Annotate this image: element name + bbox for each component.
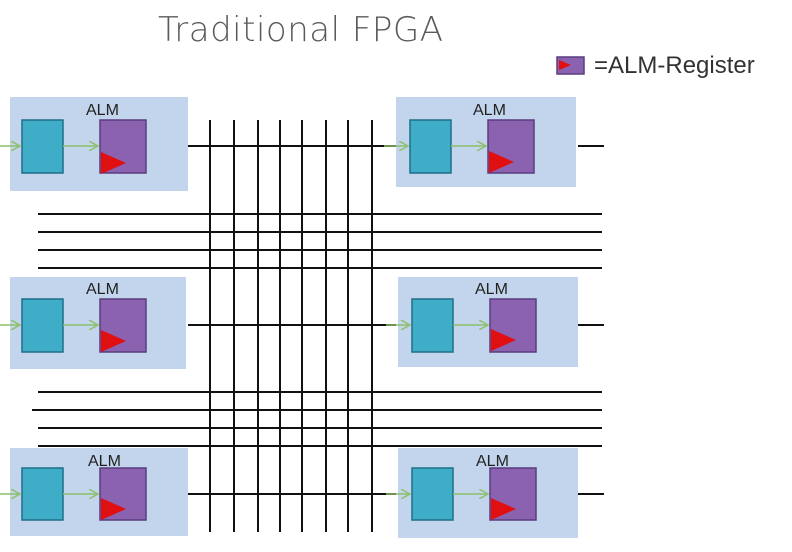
alm-label: ALM (473, 102, 506, 119)
routing-bus-upper (38, 213, 602, 269)
clock-triangle (101, 152, 126, 174)
legend: =ALM-Register (556, 52, 755, 80)
clock-triangle (101, 330, 126, 352)
alm-label: ALM (475, 281, 508, 298)
alm-label: ALM (86, 281, 119, 298)
alm-block: ALM (0, 448, 188, 536)
alm-block: ALM (384, 97, 576, 187)
alm-register-icon (556, 56, 585, 75)
lut (21, 298, 64, 353)
diagram-title: Traditional FPGA (158, 10, 444, 50)
lut (411, 467, 454, 521)
clock-triangle (489, 151, 514, 173)
alm-block: ALM (0, 277, 186, 369)
alm-connection-wires (188, 145, 604, 495)
lut (411, 298, 454, 353)
clock-triangle (491, 329, 516, 351)
alm-label: ALM (86, 102, 119, 119)
lut (21, 467, 64, 521)
alm-block: ALM (0, 97, 188, 191)
routing-bus-lower (32, 391, 602, 447)
lut (21, 119, 64, 174)
clock-triangle (101, 498, 126, 520)
lut (409, 119, 452, 174)
alm-block: ALM (386, 448, 578, 538)
alm-block: ALM (386, 277, 578, 367)
legend-label: =ALM-Register (594, 52, 755, 79)
clock-triangle (491, 498, 516, 520)
alm-label: ALM (476, 453, 509, 470)
alm-label: ALM (88, 453, 121, 470)
